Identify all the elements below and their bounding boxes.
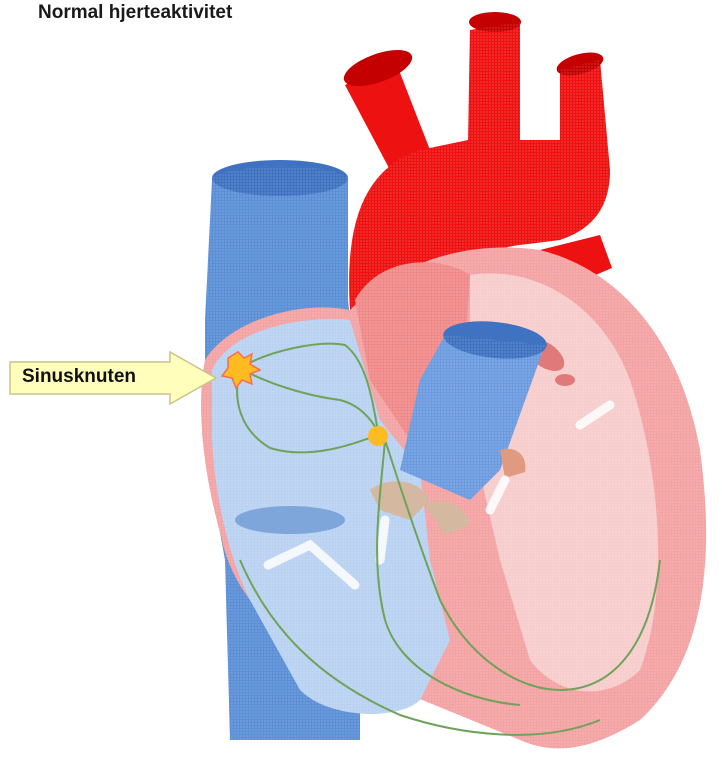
av-node [368, 426, 388, 446]
sinus-node-label: Sinusknuten [22, 366, 136, 388]
sinus-node-callout: Sinusknuten [8, 350, 220, 406]
